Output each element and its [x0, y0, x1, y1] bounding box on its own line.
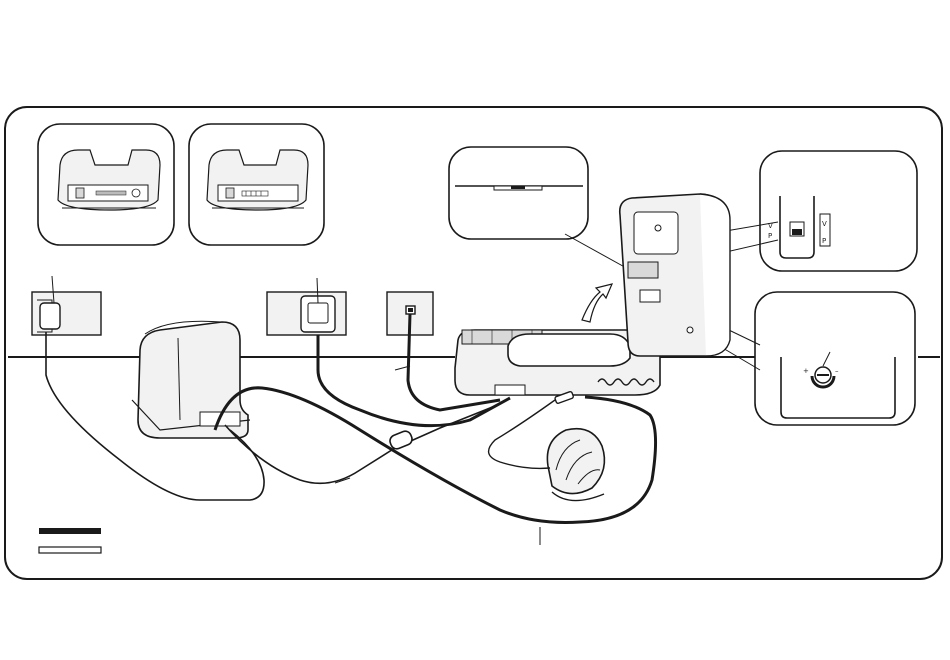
- switch-label-v-box: V: [822, 220, 827, 228]
- switch-label-p-side: P: [768, 232, 772, 240]
- headset-icon: [547, 429, 604, 501]
- legend-thick-line: [39, 528, 101, 534]
- switch-label-p-box: P: [822, 237, 826, 245]
- inset-base-underside-1: [38, 124, 174, 245]
- inset-cradle-pointer: [565, 234, 630, 270]
- inset-vp-switch: V P V P: [700, 151, 917, 271]
- inset-base-underside-2: [189, 124, 324, 245]
- ferrite-bead: [388, 429, 414, 450]
- volume-plus-label: +: [803, 367, 809, 375]
- legend-thin-line: [39, 547, 101, 553]
- volume-minus-label: –: [835, 367, 839, 375]
- power-outlet-icon: [32, 276, 101, 335]
- headset-cord: [489, 400, 555, 468]
- interface-cable: [225, 404, 500, 483]
- inset-cradle-detail: [449, 147, 630, 270]
- base-station-icon: [132, 321, 250, 438]
- telephone-handset: [508, 334, 630, 366]
- power-adapter-icon: [267, 278, 346, 335]
- telephone-rear-view: [620, 194, 730, 356]
- legend: [39, 528, 101, 553]
- arrow-icon: [582, 284, 612, 322]
